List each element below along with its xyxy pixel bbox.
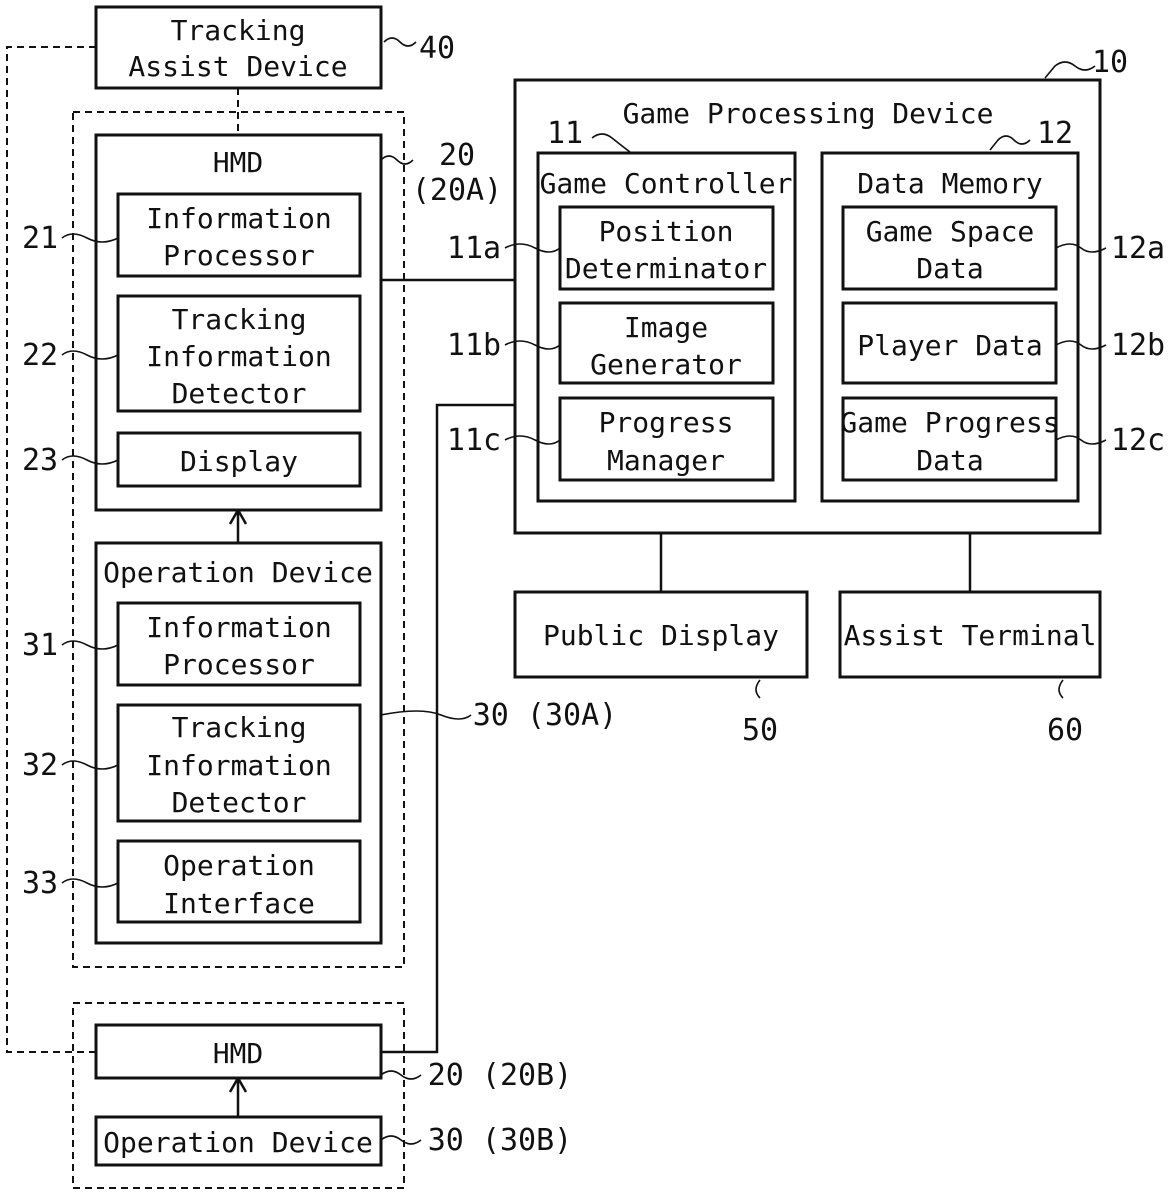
- svg-text:33: 33: [22, 866, 58, 901]
- svg-text:Tracking: Tracking: [171, 14, 306, 47]
- svg-text:Data: Data: [916, 252, 983, 285]
- svg-text:Image: Image: [624, 311, 708, 344]
- svg-text:20: 20: [439, 138, 475, 173]
- svg-text:HMD: HMD: [213, 146, 264, 179]
- svg-text:12c: 12c: [1111, 423, 1165, 458]
- svg-text:Generator: Generator: [590, 348, 742, 381]
- svg-text:30 (30B): 30 (30B): [428, 1123, 573, 1158]
- svg-text:11a: 11a: [447, 231, 501, 266]
- svg-text:40: 40: [419, 31, 455, 66]
- svg-text:Data Memory: Data Memory: [857, 167, 1042, 200]
- tracking-link-b: [7, 47, 96, 1052]
- operation-device-b: Operation Device 30 (30B): [96, 1117, 572, 1165]
- svg-text:10: 10: [1092, 45, 1128, 80]
- svg-text:Assist Terminal: Assist Terminal: [844, 619, 1097, 652]
- svg-text:Information: Information: [146, 202, 331, 235]
- svg-text:Public Display: Public Display: [543, 619, 779, 652]
- svg-text:Detector: Detector: [172, 786, 307, 819]
- svg-text:11b: 11b: [447, 328, 501, 363]
- svg-text:Display: Display: [180, 445, 298, 478]
- svg-text:Information: Information: [146, 340, 331, 373]
- svg-text:21: 21: [22, 221, 58, 256]
- svg-text:Data: Data: [916, 444, 983, 477]
- svg-text:31: 31: [22, 628, 58, 663]
- svg-text:Determinator: Determinator: [565, 252, 767, 285]
- svg-text:30 (30A): 30 (30A): [473, 698, 618, 733]
- svg-text:Operation Device: Operation Device: [103, 1126, 373, 1159]
- svg-text:Position: Position: [599, 215, 734, 248]
- svg-text:Game Progress: Game Progress: [840, 406, 1059, 439]
- data-memory: Data Memory 12 Game Space Data 12a Playe…: [822, 116, 1165, 501]
- arrow-up-icon: [230, 510, 246, 543]
- svg-text:Operation Device: Operation Device: [103, 556, 373, 589]
- svg-text:HMD: HMD: [213, 1037, 264, 1070]
- svg-text:12a: 12a: [1111, 231, 1165, 266]
- svg-text:Manager: Manager: [607, 444, 725, 477]
- svg-text:Operation: Operation: [163, 849, 315, 882]
- svg-text:22: 22: [22, 338, 58, 373]
- svg-text:Processor: Processor: [163, 239, 315, 272]
- svg-text:11: 11: [547, 116, 583, 151]
- svg-text:32: 32: [22, 748, 58, 783]
- svg-text:Assist Device: Assist Device: [128, 50, 347, 83]
- arrow-up-icon: [230, 1078, 246, 1117]
- hmd-b: HMD 20 (20B): [96, 1025, 572, 1093]
- svg-text:60: 60: [1047, 713, 1083, 748]
- assist-terminal: Assist Terminal 60: [840, 592, 1100, 748]
- svg-text:Information: Information: [146, 749, 331, 782]
- svg-text:20 (20B): 20 (20B): [428, 1058, 573, 1093]
- svg-text:Interface: Interface: [163, 887, 315, 920]
- svg-text:Game Space: Game Space: [866, 215, 1035, 248]
- svg-text:Tracking: Tracking: [172, 303, 307, 336]
- svg-text:Tracking: Tracking: [172, 711, 307, 744]
- svg-text:12: 12: [1037, 116, 1073, 151]
- svg-text:Processor: Processor: [163, 648, 315, 681]
- svg-text:12b: 12b: [1111, 328, 1165, 363]
- svg-text:Detector: Detector: [172, 377, 307, 410]
- svg-text:Game Processing Device: Game Processing Device: [623, 97, 994, 130]
- svg-text:Game Controller: Game Controller: [540, 167, 793, 200]
- svg-text:23: 23: [22, 443, 58, 478]
- svg-text:Information: Information: [146, 611, 331, 644]
- svg-text:11c: 11c: [447, 423, 501, 458]
- svg-text:(20A): (20A): [412, 173, 502, 208]
- svg-text:Player Data: Player Data: [857, 329, 1042, 362]
- hmd-a: HMD 20 (20A) Information Processor 21 Tr…: [22, 135, 502, 510]
- tracking-assist-device: Tracking Assist Device 40: [96, 7, 455, 88]
- svg-text:Progress: Progress: [599, 406, 734, 439]
- game-processing-device: Game Processing Device 10 Game Controlle…: [447, 45, 1165, 533]
- svg-text:50: 50: [742, 713, 778, 748]
